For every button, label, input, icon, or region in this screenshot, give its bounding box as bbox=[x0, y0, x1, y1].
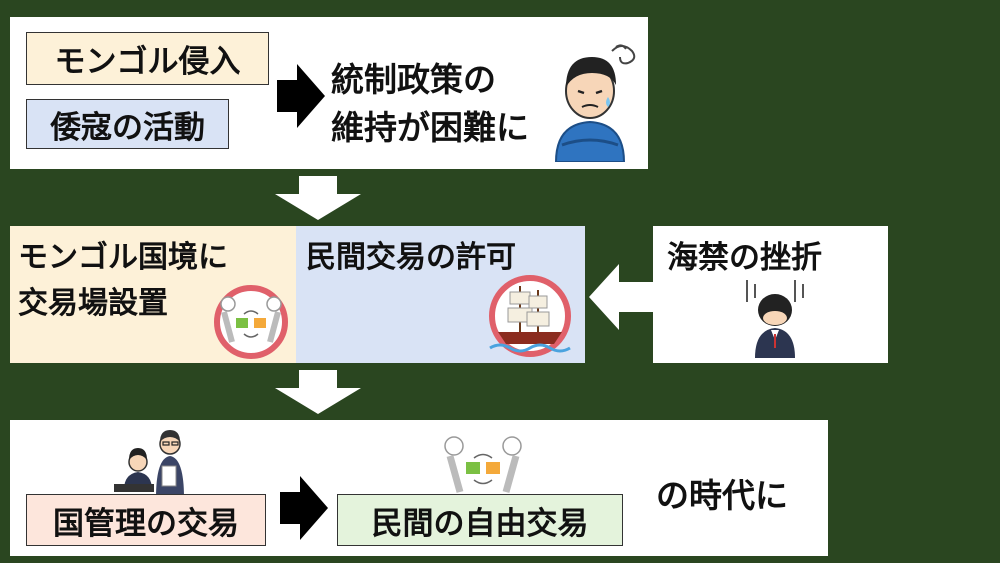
trade-handshake-icon-2 bbox=[444, 436, 522, 493]
mid-center-label: 民間交易の許可 bbox=[306, 240, 516, 275]
bottom-panel: 国管理の交易 民間の自由交易 の時代に bbox=[10, 420, 828, 556]
result-line-1: 統制政策の bbox=[331, 60, 496, 99]
left-arrow-icon bbox=[589, 264, 653, 330]
state-managed-trade: 国管理の交易 bbox=[26, 494, 266, 546]
sailing-ship-icon bbox=[489, 275, 571, 357]
down-arrow-icon-2 bbox=[275, 370, 361, 414]
mid-left-line-2: 交易場設置 bbox=[18, 286, 168, 321]
mid-left-line-1: モンゴル国境に bbox=[18, 240, 228, 275]
depressed-man-icon bbox=[746, 280, 804, 358]
mid-center-panel: 民間交易の許可 bbox=[296, 226, 585, 363]
trade-handshake-icon bbox=[214, 285, 288, 359]
worried-man-icon bbox=[554, 44, 636, 162]
mid-right-label: 海禁の挫折 bbox=[667, 240, 822, 276]
down-arrow-icon bbox=[275, 176, 361, 220]
right-arrow-icon bbox=[277, 64, 325, 128]
cause-wakou-activity: 倭寇の活動 bbox=[26, 99, 229, 149]
result-line-2: 維持が困難に bbox=[331, 108, 529, 147]
office-workers-icon bbox=[114, 430, 184, 498]
top-panel: モンゴル侵入 倭寇の活動 統制政策の 維持が困難に bbox=[10, 17, 648, 169]
mid-right-panel: 海禁の挫折 bbox=[653, 226, 888, 363]
right-arrow-icon-2 bbox=[280, 476, 328, 540]
era-suffix: の時代に bbox=[656, 476, 788, 515]
cause-mongol-invasion: モンゴル侵入 bbox=[26, 32, 269, 85]
private-free-trade: 民間の自由交易 bbox=[337, 494, 623, 546]
mid-left-panel: モンゴル国境に 交易場設置 bbox=[10, 226, 296, 363]
